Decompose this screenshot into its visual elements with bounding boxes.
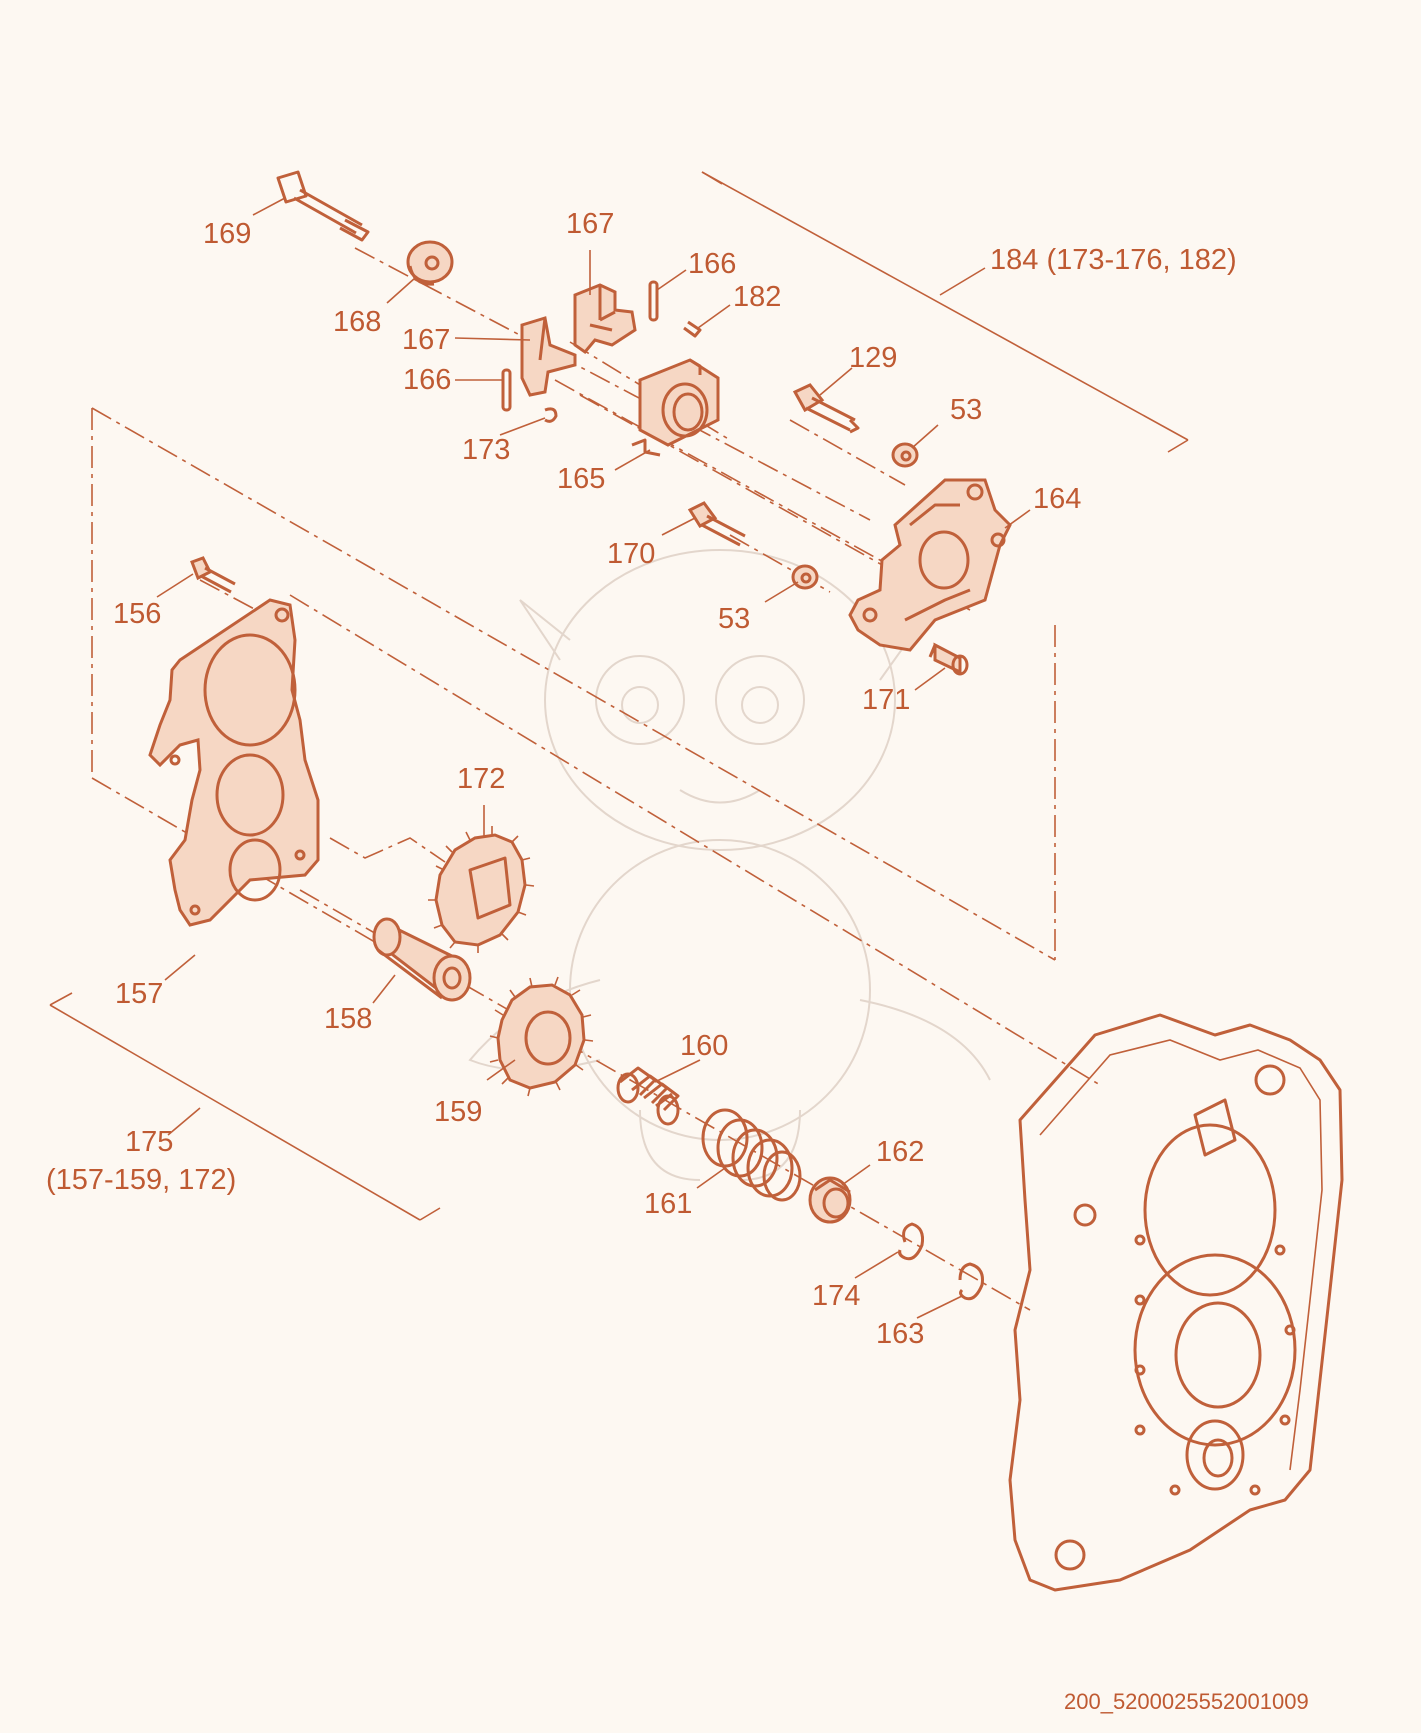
assembly-175-bracket [49,992,441,1221]
pin-166-upper [648,280,659,322]
screw-156 [190,556,236,594]
bolt-129 [792,383,860,434]
callout-156: 156 [113,598,162,630]
fork-167-upper [573,283,637,355]
assembly-label-175: 175 [125,1126,174,1158]
washer-53-lower [791,564,819,590]
callout-165: 165 [557,463,606,495]
bearing-165 [631,358,720,457]
callout-168: 168 [333,306,382,338]
cap-162 [808,1176,852,1224]
spring-160 [616,1066,680,1126]
callout-159: 159 [434,1096,483,1128]
gear-159 [489,976,594,1097]
callout-174: 174 [812,1280,861,1312]
assembly-184-bracket [701,171,1189,453]
snap-ring-174 [898,1222,924,1261]
bolt-170 [687,501,746,547]
reference-code: 200_5200025552001009 [1064,1689,1309,1714]
bushing-158 [372,917,472,1002]
clip-182 [683,320,702,338]
assembly-axes [91,247,1101,1311]
callout-53-lower: 53 [718,603,751,635]
callout-166-upper: 166 [688,248,737,280]
snap-ring-163 [958,1262,984,1301]
callout-129: 129 [849,342,898,374]
spring-161 [701,1108,802,1202]
callout-182: 182 [733,281,782,313]
main-housing [1008,1013,1344,1592]
callout-170: 170 [607,538,656,570]
leader-lines [156,197,1031,1319]
assembly-label-184: 184 (173-176, 182) [990,244,1237,276]
clip-173 [544,407,558,423]
pin-166-lower [501,368,512,412]
sleeve-171 [928,642,969,676]
assembly-label-175-range: (157-159, 172) [46,1164,237,1196]
bolt-169 [276,170,370,242]
callout-167-lower: 167 [402,324,451,356]
callout-171: 171 [862,684,911,716]
callout-53-upper: 53 [950,394,983,426]
callout-162: 162 [876,1136,925,1168]
washer-168 [406,240,454,286]
fork-167-lower [520,316,577,397]
callout-157: 157 [115,978,164,1010]
cover-164 [848,478,1012,652]
plate-157 [148,598,320,927]
callout-167-upper: 167 [566,208,615,240]
washer-53-upper [891,442,919,468]
callout-161: 161 [644,1188,693,1220]
gear-172 [428,826,535,953]
callout-166-lower: 166 [403,364,452,396]
callout-164: 164 [1033,483,1082,515]
callout-158: 158 [324,1003,373,1035]
callout-173: 173 [462,434,511,466]
callout-160: 160 [680,1030,729,1062]
callout-169: 169 [203,218,252,250]
callout-163: 163 [876,1318,925,1350]
callout-172: 172 [457,763,506,795]
